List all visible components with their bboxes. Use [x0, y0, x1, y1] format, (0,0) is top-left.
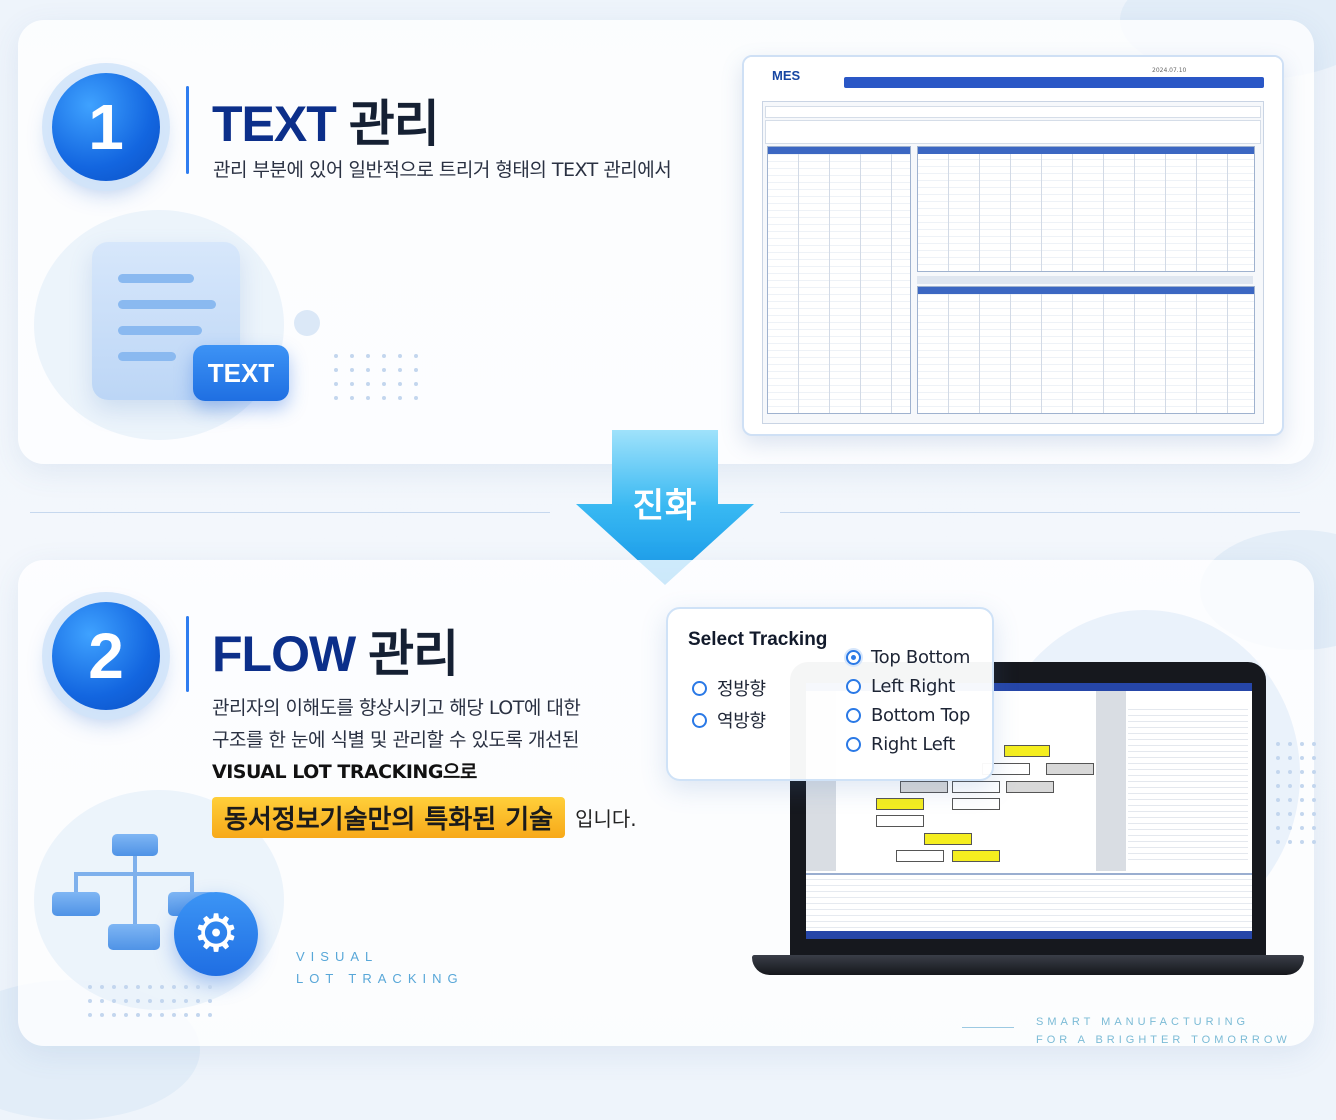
select-tracking-panel: Select Tracking 정방향 역방향 Top Bottom Left …: [666, 607, 994, 781]
divider-line-right: [780, 512, 1300, 513]
section-1-title: TEXT 관리: [212, 84, 440, 156]
mes-nav-bar: [844, 77, 1264, 88]
highlight-row: 동서정보기술만의 특화된 기술 입니다.: [212, 797, 637, 838]
description-line-3: VISUAL LOT TRACKING으로: [212, 761, 477, 783]
dot-grid: [1276, 742, 1316, 844]
laptop-base: [752, 955, 1304, 975]
dot-grid: [334, 354, 418, 400]
radio-bottom-top[interactable]: Bottom Top: [846, 705, 970, 726]
section-2-description: 관리자의 이해도를 향상시키고 해당 LOT에 대한 구조를 한 눈에 식별 및…: [212, 692, 581, 788]
evolution-label: 진화: [632, 486, 698, 526]
section-1-title-ko: 관리: [348, 96, 440, 152]
step-number-2: 2: [52, 602, 160, 710]
mes-body: [762, 101, 1264, 424]
footer-line: [962, 1027, 1014, 1028]
mes-right-bottom-header: [917, 276, 1253, 284]
tagline-line-1: VISUAL: [296, 949, 379, 964]
description-line-2: 구조를 한 눈에 식별 및 관리할 수 있도록 개선된: [212, 729, 579, 751]
highlight-suffix: 입니다.: [575, 807, 637, 831]
radio-top-bottom[interactable]: Top Bottom: [846, 647, 970, 668]
mes-left-grid: [767, 146, 911, 414]
mes-table-screenshot: MES 2024.07.10: [742, 55, 1284, 436]
dot-grid: [88, 985, 212, 1017]
tagline-line-2: LOT TRACKING: [296, 971, 464, 986]
radio-right-left[interactable]: Right Left: [846, 734, 955, 755]
mes-filter-area: [765, 120, 1261, 144]
mes-logo: MES: [772, 68, 801, 83]
section-2-title-en: FLOW: [212, 626, 356, 682]
section-1-title-en: TEXT: [212, 96, 337, 152]
radio-button[interactable]: [846, 737, 861, 752]
footer-line-2: FOR A BRIGHTER TOMORROW: [1036, 1034, 1291, 1046]
step-number-1: 1: [52, 73, 160, 181]
divider-line-left: [30, 512, 550, 513]
highlight-badge: 동서정보기술만의 특화된 기술: [212, 797, 566, 838]
radio-button[interactable]: [692, 712, 707, 728]
mes-right-top-grid: [917, 146, 1255, 272]
gear-icon: ⚙: [174, 892, 258, 976]
radio-left-right[interactable]: Left Right: [846, 676, 955, 697]
section-1-description: 관리 부분에 있어 일반적으로 트리거 형태의 TEXT 관리에서: [213, 159, 672, 181]
mes-date: 2024.07.10: [1152, 67, 1187, 74]
radio-forward[interactable]: 정방향: [692, 675, 766, 701]
radio-button-selected[interactable]: [846, 650, 861, 665]
section-2-title: FLOW 관리: [212, 614, 459, 686]
description-line-1: 관리자의 이해도를 향상시키고 해당 LOT에 대한: [212, 697, 581, 719]
mes-toolbar: [765, 106, 1261, 118]
text-badge: TEXT: [193, 345, 289, 401]
title-divider: [186, 616, 189, 692]
decorative-dot: [294, 310, 320, 336]
down-arrow-icon: 진화: [576, 430, 754, 585]
radio-button[interactable]: [846, 708, 861, 723]
section-2-title-ko: 관리: [368, 626, 459, 682]
footer-line-1: SMART MANUFACTURING: [1036, 1016, 1250, 1028]
mes-right-bottom-grid: [917, 286, 1255, 414]
radio-reverse[interactable]: 역방향: [692, 707, 766, 733]
select-tracking-title: Select Tracking: [688, 629, 828, 650]
radio-button[interactable]: [692, 680, 707, 696]
title-divider: [186, 86, 189, 174]
radio-button[interactable]: [846, 679, 861, 694]
